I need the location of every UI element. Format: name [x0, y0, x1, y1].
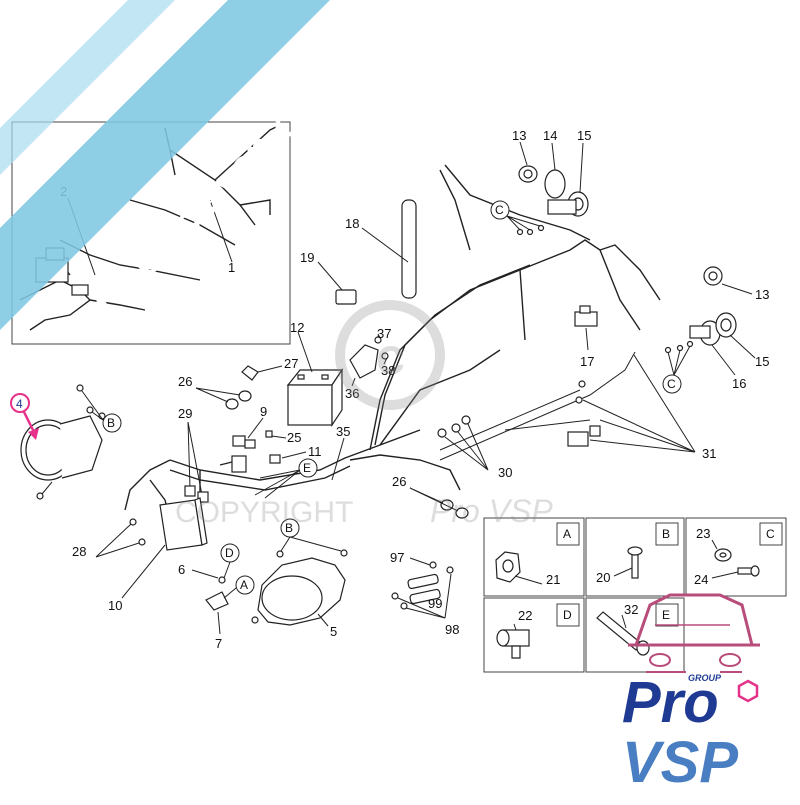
bracket-group-36: 36 37 38 — [345, 326, 395, 401]
part-label-5: 5 — [330, 624, 337, 639]
part-6-7-sensor: 6 7 D A — [178, 543, 255, 651]
part-label-31: 31 — [702, 446, 716, 461]
part-30-clips: 30 — [437, 415, 512, 480]
rear-lamp-group-top: 13 14 15 C — [490, 128, 591, 236]
part-97-99-fuses: 97 98 99 — [390, 550, 459, 637]
legend-box-e: E 32 — [585, 597, 685, 673]
legend-box-a-letter: A — [563, 527, 571, 541]
part-28-screws: 28 — [72, 518, 146, 559]
part-27-clip: 27 — [241, 356, 298, 381]
legend-box-d: D 22 — [483, 597, 585, 673]
part-label-11: 11 — [308, 444, 322, 459]
tag-d: D — [225, 546, 234, 560]
part-label-24: 24 — [694, 572, 708, 587]
part-label-32: 32 — [624, 602, 638, 617]
part-label-7: 7 — [215, 636, 222, 651]
rear-lamp-group-right: 13 15 16 C — [662, 266, 769, 394]
copyright-text: COPYRIGHT — [175, 496, 353, 529]
part-label-97: 97 — [390, 550, 404, 565]
highlight-marker-4: 4 — [10, 393, 39, 440]
part-12-battery: 12 — [286, 320, 344, 427]
legend-box-e-letter: E — [662, 608, 670, 622]
legend-box-b-letter: B — [662, 527, 670, 541]
legend-box-c: C 23 24 — [685, 517, 787, 597]
legend-box-d-letter: D — [563, 608, 572, 622]
part-label-9: 9 — [260, 404, 267, 419]
copyright-brand: Pro VSP — [430, 493, 553, 529]
part-label-1: 1 — [228, 260, 235, 275]
part-label-25: 25 — [287, 430, 301, 445]
part-label-37: 37 — [377, 326, 391, 341]
part-label-6: 6 — [178, 562, 185, 577]
logo-line-2: VSP — [622, 730, 738, 795]
part-label-13-top: 13 — [512, 128, 526, 143]
part-label-4: 4 — [16, 397, 23, 411]
part-label-23: 23 — [696, 526, 710, 541]
part-label-16: 16 — [732, 376, 746, 391]
part-label-18: 18 — [345, 216, 359, 231]
part-label-17: 17 — [580, 354, 594, 369]
part-18-conduit: 18 — [345, 199, 417, 299]
part-label-99: 99 — [428, 596, 442, 611]
part-5-fog-lamp: B 5 — [251, 518, 348, 639]
tag-b-bottom: B — [285, 521, 293, 535]
part-label-26-right: 26 — [392, 474, 406, 489]
part-10-module: 10 — [108, 497, 208, 613]
tag-c-top: C — [495, 203, 504, 217]
tag-b-left: B — [107, 416, 115, 430]
grommet-26-right: 26 — [392, 474, 469, 519]
tag-a: A — [240, 578, 248, 592]
part-label-22: 22 — [518, 608, 532, 623]
part-label-38: 38 — [381, 363, 395, 378]
part-31-harness-end: 31 — [567, 354, 716, 461]
part-label-29: 29 — [178, 406, 192, 421]
legend-box-c-letter: C — [766, 527, 775, 541]
part-label-30: 30 — [498, 465, 512, 480]
logo-group-text: GROUP — [688, 673, 722, 683]
tag-e-left: E — [303, 461, 311, 475]
part-label-98: 98 — [445, 622, 459, 637]
tag-c-right: C — [667, 377, 676, 391]
part-label-36: 36 — [345, 386, 359, 401]
copyright-watermark: c COPYRIGHT Pro VSP — [175, 300, 553, 529]
part-4-fog-lamp: B — [20, 384, 122, 500]
part-label-15-right: 15 — [755, 354, 769, 369]
relay-group-9: 9 25 11 29 E — [178, 404, 322, 503]
part-35-cable: 35 — [331, 424, 350, 481]
part-17-switch: 17 — [574, 305, 598, 369]
part-label-14: 14 — [543, 128, 557, 143]
part-label-27: 27 — [284, 356, 298, 371]
part-label-35: 35 — [336, 424, 350, 439]
part-label-10: 10 — [108, 598, 122, 613]
part-label-26-left: 26 — [178, 374, 192, 389]
brand-logo: GROUP Pro VSP — [622, 593, 760, 795]
part-label-28: 28 — [72, 544, 86, 559]
grommet-26-left: 26 — [178, 374, 252, 410]
part-19-connector: 19 — [300, 250, 357, 305]
part-label-12: 12 — [290, 320, 304, 335]
svg-text:c: c — [376, 328, 405, 386]
legend-box-a: A 21 — [483, 517, 585, 597]
logo-line-1: Pro — [622, 670, 719, 735]
part-label-13-right: 13 — [755, 287, 769, 302]
part-label-19: 19 — [300, 250, 314, 265]
part-label-21: 21 — [546, 572, 560, 587]
part-label-20: 20 — [596, 570, 610, 585]
part-label-15-top: 15 — [577, 128, 591, 143]
legend-box-b: B 20 — [585, 517, 685, 597]
